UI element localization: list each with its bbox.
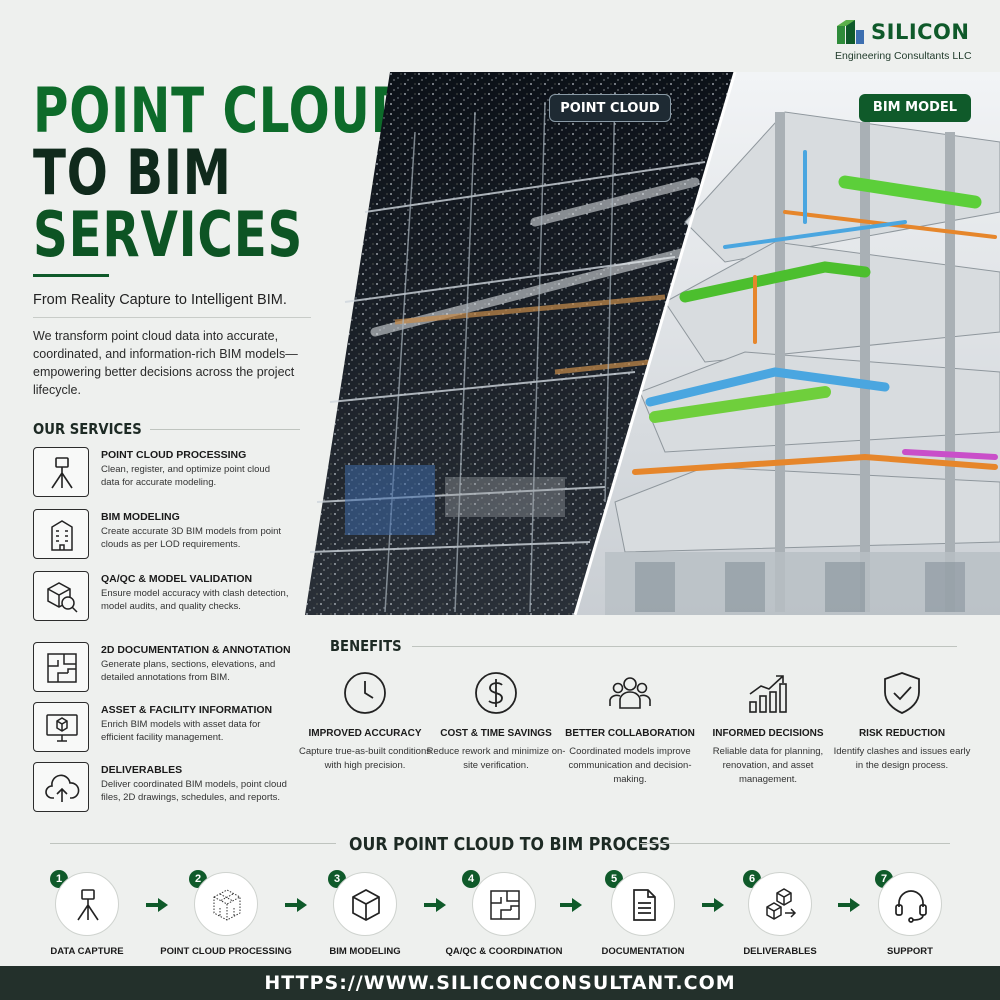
page-title: POINT CLOUD TO BIM SERVICES [33, 74, 412, 271]
benefit-informed-decisions: INFORMED DECISIONS Reliable data for pla… [698, 670, 838, 787]
benefit-cost-time: COST & TIME SAVINGS Reduce rework and mi… [426, 670, 566, 773]
process-step-support: 7 SUPPORT [840, 870, 980, 957]
process-divider-right [640, 843, 950, 844]
benefits-divider [412, 646, 957, 647]
process-step-qa-qc-coordination: 4 QA/QC & COORDINATION [434, 870, 574, 957]
arrow-icon [146, 898, 168, 912]
website-link[interactable]: HTTPS://WWW.SILICONCONSULTANT.COM [0, 966, 1000, 1000]
process-divider-left [50, 843, 336, 844]
process-step-documentation: 5 DOCUMENTATION [573, 870, 713, 957]
point-cloud-cube-icon [213, 889, 241, 921]
cube-icon [352, 889, 380, 921]
monitor-cube-icon [46, 714, 78, 742]
title-line-3: SERVICES [33, 198, 304, 271]
process-heading: OUR POINT CLOUD TO BIM PROCESS [349, 834, 671, 855]
brand-name: SILICON [871, 20, 970, 44]
service-qa-qc: QA/QC & MODEL VALIDATION Ensure model ac… [33, 571, 333, 626]
building-illustration [305, 72, 1000, 615]
service-2d-documentation: 2D DOCUMENTATION & ANNOTATION Generate p… [33, 642, 333, 697]
intro-text: We transform point cloud data into accur… [33, 329, 298, 397]
document-icon [633, 889, 656, 921]
tagline: From Reality Capture to Intelligent BIM. [33, 292, 287, 308]
logo-mark-icon [837, 20, 864, 44]
headset-icon [895, 890, 927, 923]
service-asset-facility: ASSET & FACILITY INFORMATION Enrich BIM … [33, 702, 333, 757]
arrow-icon [702, 898, 724, 912]
shield-check-icon [884, 672, 920, 714]
process-step-point-cloud-processing: 2 POINT CLOUD PROCESSING [156, 870, 296, 957]
benefit-collaboration: BETTER COLLABORATION Coordinated models … [560, 670, 700, 787]
floor-plan-icon [47, 653, 77, 683]
bim-model-label: BIM MODEL [859, 94, 971, 122]
dollar-icon [475, 672, 517, 714]
process-step-deliverables: 6 DELIVERABLES [710, 870, 850, 957]
brand-logo: SILICON Engineering Consultants LLC [835, 14, 995, 64]
building-icon [51, 520, 73, 551]
arrow-icon [560, 898, 582, 912]
title-line-1: POINT CLOUD [33, 74, 412, 147]
arrow-icon [424, 898, 446, 912]
benefits-heading: BENEFITS [330, 637, 402, 655]
service-bim-modeling: BIM MODELING Create accurate 3D BIM mode… [33, 509, 333, 564]
tripod-scanner-icon [51, 457, 73, 489]
growth-chart-icon [749, 675, 787, 713]
services-heading: OUR SERVICES [33, 420, 142, 438]
title-line-2: TO BIM [33, 136, 232, 209]
floor-plan-icon [490, 890, 520, 920]
benefit-risk-reduction: RISK REDUCTION Identify clashes and issu… [832, 670, 972, 773]
cube-magnifier-icon [47, 582, 78, 613]
arrow-icon [285, 898, 307, 912]
boxes-icon [766, 888, 797, 920]
service-point-cloud-processing: POINT CLOUD PROCESSING Clean, register, … [33, 447, 333, 502]
tripod-scanner-icon [77, 889, 99, 921]
cloud-upload-icon [45, 774, 80, 802]
services-divider [150, 429, 300, 430]
clock-icon [344, 672, 386, 714]
service-deliverables: DELIVERABLES Deliver coordinated BIM mod… [33, 762, 333, 817]
team-icon [609, 677, 651, 709]
point-cloud-label: POINT CLOUD [549, 94, 671, 122]
title-divider [33, 274, 109, 277]
process-step-data-capture: 1 DATA CAPTURE [17, 870, 157, 957]
arrow-icon [838, 898, 860, 912]
brand-subtitle: Engineering Consultants LLC [835, 50, 972, 62]
benefit-improved-accuracy: IMPROVED ACCURACY Capture true-as-built … [295, 670, 435, 773]
process-step-bim-modeling: 3 BIM MODELING [295, 870, 435, 957]
tagline-divider [33, 317, 311, 318]
point-cloud-vs-bim-image: POINT CLOUD BIM MODEL [305, 72, 1000, 615]
